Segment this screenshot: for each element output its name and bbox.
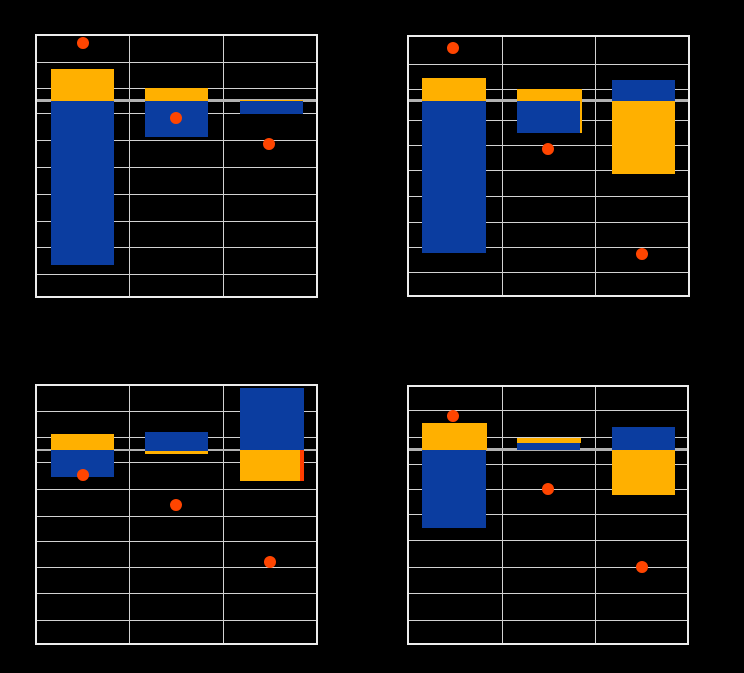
blue-bar — [611, 426, 675, 450]
scatter-dot — [636, 248, 648, 261]
scatter-dot — [636, 561, 648, 573]
v-gridline — [129, 384, 131, 645]
scatter-dot — [76, 469, 89, 482]
scatter-dot — [169, 499, 182, 511]
orange-bar — [239, 99, 303, 101]
blue-bar — [422, 100, 486, 253]
h-gridline — [35, 410, 318, 412]
blue-bar — [239, 101, 303, 114]
v-gridline — [501, 35, 503, 297]
orange-bar — [422, 77, 486, 101]
h-gridline — [407, 513, 689, 515]
h-gridline — [407, 539, 689, 541]
blue-bar — [517, 100, 580, 133]
scatter-dot — [263, 138, 275, 150]
scatter-dot — [169, 112, 182, 125]
blue-bar — [239, 387, 304, 450]
scatter-dot — [447, 409, 460, 422]
h-gridline — [35, 247, 318, 249]
blue-bar — [145, 432, 208, 451]
h-gridline — [407, 196, 690, 198]
h-gridline — [407, 170, 690, 172]
scatter-dot — [541, 143, 554, 155]
blue-bar — [51, 100, 114, 265]
h-gridline — [35, 140, 318, 142]
scatter-dot — [541, 482, 554, 495]
v-gridline — [222, 384, 224, 645]
v-gridline — [501, 385, 503, 645]
panel-top-right — [407, 35, 690, 297]
orange-bar — [422, 423, 487, 450]
orange-bar — [611, 100, 675, 174]
h-gridline — [35, 220, 318, 222]
scatter-dot — [76, 37, 89, 49]
scatter-dot — [263, 556, 276, 568]
orange-bar — [145, 87, 208, 101]
v-gridline — [595, 35, 597, 297]
orange-bar — [51, 69, 114, 101]
h-gridline — [407, 272, 690, 274]
blue-bar — [422, 450, 486, 528]
h-gridline — [407, 63, 690, 65]
orange-bar — [239, 449, 300, 481]
h-gridline — [407, 463, 689, 465]
h-gridline — [407, 436, 689, 438]
orange-bar — [145, 450, 208, 454]
h-gridline — [35, 62, 318, 64]
v-gridline — [222, 34, 224, 298]
blue-bar — [517, 443, 580, 450]
h-gridline — [35, 593, 318, 595]
h-gridline — [35, 274, 318, 276]
v-gridline — [595, 385, 597, 645]
v-gridline — [129, 34, 131, 298]
orange-bar — [611, 450, 675, 495]
zero-line — [407, 448, 689, 452]
h-gridline — [407, 222, 690, 224]
blue-bar — [611, 80, 675, 101]
h-gridline — [35, 515, 318, 517]
h-gridline — [407, 619, 689, 621]
orange-bar — [51, 433, 114, 450]
h-gridline — [407, 247, 690, 249]
scatter-dot — [447, 42, 460, 55]
h-gridline — [407, 566, 689, 568]
h-gridline — [35, 540, 318, 542]
h-gridline — [35, 462, 318, 464]
panel-top-left — [35, 34, 318, 298]
panel-bottom-right — [407, 385, 689, 645]
h-gridline — [407, 409, 689, 411]
h-gridline — [35, 194, 318, 196]
h-gridline — [35, 488, 318, 490]
h-gridline — [35, 619, 318, 621]
h-gridline — [35, 166, 318, 168]
panel-bottom-left — [35, 384, 318, 645]
h-gridline — [35, 567, 318, 569]
orange-bar — [517, 437, 581, 443]
h-gridline — [407, 593, 689, 595]
